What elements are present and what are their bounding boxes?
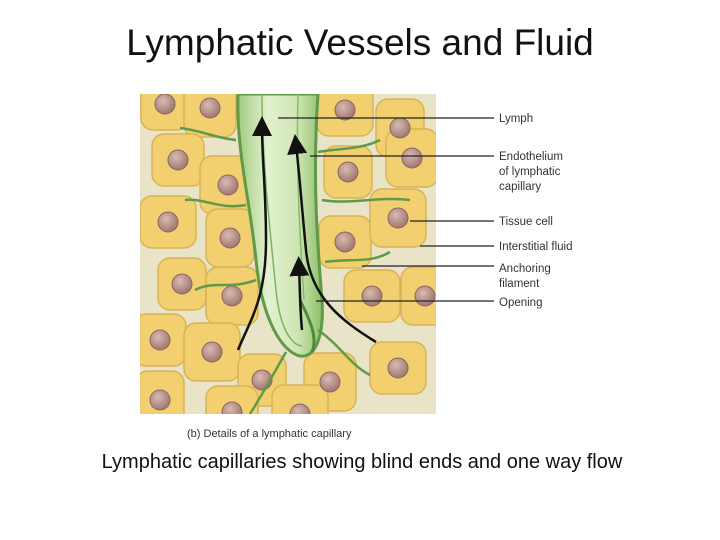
cell-nucleus [361, 285, 383, 307]
anchoring-filaments [179, 126, 411, 414]
cell-nucleus [334, 231, 356, 253]
label-anchoring-line-1: Anchoring [499, 263, 551, 275]
label-endothelium-line-3: capillary [499, 181, 541, 193]
cell-nucleus [199, 97, 221, 119]
cell-nucleus [157, 211, 179, 233]
cell-nucleus [337, 161, 359, 183]
cell-nucleus [387, 207, 409, 229]
label-tissue-cell: Tissue cell [499, 216, 553, 228]
cell-nucleus [149, 389, 171, 411]
cell-nucleus [334, 99, 356, 121]
endothelial-opening-flap [298, 299, 316, 353]
tissue-cell [271, 384, 329, 414]
cell-nucleus [221, 285, 243, 307]
capillary-inner-wall-right [296, 94, 305, 301]
tissue-region [140, 94, 436, 414]
cell-nucleus [221, 401, 243, 414]
cell-nucleus [401, 147, 423, 169]
slide-title: Lymphatic Vessels and Fluid [126, 22, 594, 63]
flow-arrow-left [236, 116, 273, 351]
cell-nucleus [387, 357, 409, 379]
cell-nucleus [319, 371, 341, 393]
cell-nucleus [289, 403, 311, 414]
lymphatic-capillary [236, 94, 324, 358]
label-lymph: Lymph [499, 113, 533, 125]
tissue-cell [205, 385, 259, 414]
slide-caption: Lymphatic capillaries showing blind ends… [101, 451, 623, 473]
label-interstitial-fluid: Interstitial fluid [499, 241, 573, 253]
cell-nucleus [149, 329, 171, 351]
cell-nucleus [171, 273, 193, 295]
cell-nucleus [167, 149, 189, 171]
flow-arrow-center [289, 256, 310, 331]
cell-nucleus [217, 174, 239, 196]
label-opening: Opening [499, 297, 542, 309]
cell-nucleus [389, 117, 411, 139]
label-endothelium-line-2: of lymphatic [499, 166, 561, 178]
cell-nucleus [219, 227, 241, 249]
cell-nucleus [154, 94, 176, 115]
cell-nucleus [414, 285, 436, 307]
label-endothelium-line-1: Endothelium [499, 151, 563, 163]
label-anchoring-line-2: filament [499, 278, 540, 290]
figure-subcaption: (b) Details of a lymphatic capillary [187, 428, 352, 440]
flow-arrow-right [287, 134, 377, 344]
cell-nucleus [201, 341, 223, 363]
lymph-flow-arrows [236, 116, 377, 351]
leader-lines [278, 117, 494, 302]
